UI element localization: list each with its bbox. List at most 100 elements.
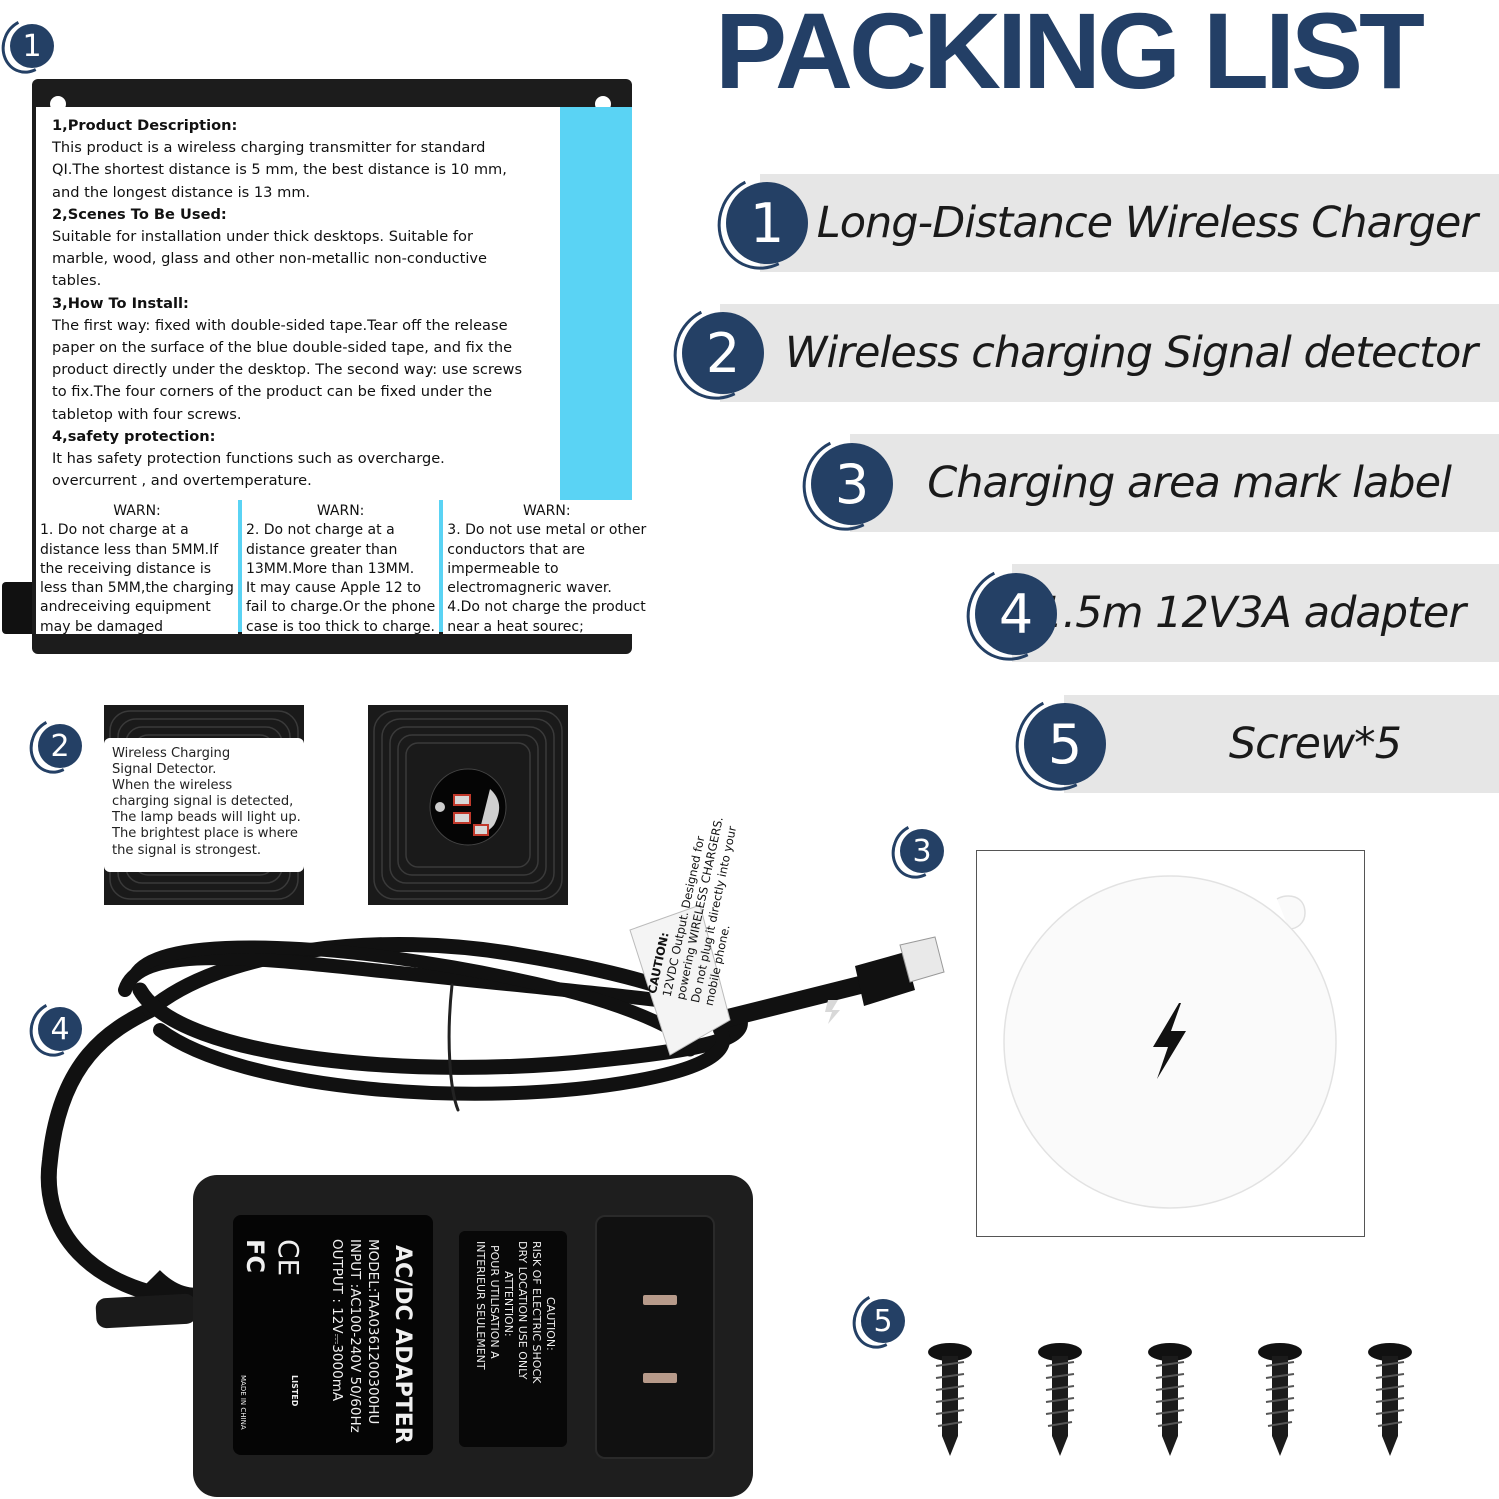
plug-prong: [643, 1295, 677, 1305]
instruction-line: QI.The shortest distance is 5 mm, the be…: [52, 161, 507, 179]
instruction-line: tables.: [52, 272, 102, 290]
instruction-line: 4,safety protection:: [52, 427, 216, 445]
section-badge-3: 3: [900, 829, 944, 873]
detector-label-line: The lamp beads will light up.: [112, 810, 301, 826]
section-badge-4: 4: [38, 1007, 82, 1051]
warning-line: 13MM.More than 13MM.: [245, 560, 415, 577]
adapter-caution-line: DRY LOCATION USE ONLY: [516, 1241, 529, 1380]
legend-badge-5: 5: [1024, 703, 1106, 785]
instruction-line: It has safety protection functions such …: [52, 450, 445, 468]
charger-side-tab: [2, 582, 36, 634]
warning-panel-2: WARN: 2. Do not charge at a distance gre…: [241, 500, 440, 635]
lightning-icon: [1153, 1003, 1186, 1079]
instruction-line: Suitable for installation under thick de…: [52, 228, 473, 246]
section-badge-5: 5: [861, 1299, 905, 1343]
screw: [1257, 1342, 1303, 1457]
adapter-caution-line: ATTENTION:: [502, 1271, 515, 1337]
warning-line: fail to charge.Or the phone: [245, 599, 436, 616]
wireless-charger-image: 1,Product Description: This product is a…: [32, 79, 651, 654]
warning-line: andreceiving equipment: [40, 599, 211, 616]
adapter-plug-recess: [595, 1215, 715, 1459]
warning-line: less than 5MM,the charging: [40, 580, 234, 597]
ul-listed-mark: LISTED: [290, 1375, 299, 1407]
screw: [1037, 1342, 1083, 1457]
instruction-line: 2,Scenes To Be Used:: [52, 205, 227, 223]
charging-area-sticker-image: [976, 850, 1365, 1237]
adapter-spec-panel: AC/DC ADAPTER MODEL:TAA0361200300HU INPU…: [233, 1215, 433, 1455]
warning-line: distance less than 5MM.If: [40, 541, 219, 558]
screw: [1147, 1342, 1193, 1457]
adapter-caution-panel: CAUTION: RISK OF ELECTRIC SHOCK DRY LOCA…: [459, 1231, 567, 1447]
screws-graphic: [927, 1342, 1413, 1457]
detector-label: Wireless Charging Signal Detector. When …: [104, 738, 304, 872]
instruction-line: overcurrent , and overtemperature.: [52, 472, 312, 490]
plug-prong: [643, 1373, 677, 1383]
instruction-line: The first way: fixed with double-sided t…: [52, 316, 508, 334]
warning-line: case is too thick to charge.: [245, 618, 435, 635]
warning-line: electromagneric waver.: [447, 580, 612, 597]
warning-line: impermeable to: [447, 560, 559, 577]
adapter-caution-line: INTERIEUR SEULEMENT: [474, 1241, 487, 1370]
warning-line: 2. Do not charge at a: [245, 522, 395, 539]
made-in-china-mark: MADE IN CHINA: [239, 1375, 247, 1430]
screw: [927, 1342, 973, 1457]
instruction-line: marble, wood, glass and other non-metall…: [52, 250, 487, 268]
warning-line: conductors that are: [447, 541, 585, 558]
instruction-line: and the longest distance is 13 mm.: [52, 183, 311, 201]
instruction-sheet: 1,Product Description: This product is a…: [36, 107, 560, 500]
instruction-line: paper on the surface of the blue double-…: [52, 339, 513, 357]
legend-badge-3: 3: [811, 443, 893, 525]
warning-panels: WARN: 1. Do not charge at a distance les…: [36, 500, 651, 635]
detector-coil-graphic: [373, 710, 563, 900]
legend-item-3: Charging area mark label: [850, 434, 1499, 532]
page-title: PACKING LIST: [715, 0, 1425, 111]
warning-panel-3: WARN: 3. Do not use metal or other condu…: [443, 500, 651, 635]
detector-label-line: Signal Detector.: [112, 762, 217, 778]
signal-detector-back-image: [368, 705, 568, 905]
legend-item-5: Screw*5: [1064, 695, 1499, 793]
legend-badge-4: 4: [975, 573, 1057, 655]
adapter-output: OUTPUT : 12V⎓3000mA: [329, 1239, 345, 1402]
detector-label-line: charging signal is detected,: [112, 794, 294, 810]
instruction-line: to fix.The four corners of the product c…: [52, 383, 493, 401]
legend-badge-2: 2: [682, 312, 764, 394]
legend-item-4: 1.5m 12V3A adapter: [1012, 564, 1499, 662]
legend-item-2: Wireless charging Signal detector: [720, 304, 1499, 402]
warning-line: may be damaged: [40, 618, 163, 635]
detector-label-line: The brightest place is where: [112, 826, 298, 842]
detector-label-line: When the wireless: [112, 778, 233, 794]
instruction-line: 1,Product Description:: [52, 117, 238, 134]
adapter-heading: AC/DC ADAPTER: [390, 1245, 415, 1444]
section-badge-2: 2: [38, 724, 82, 768]
warning-title: WARN:: [113, 503, 161, 519]
warning-line: the receiving distance is: [40, 560, 212, 577]
warning-panel-1: WARN: 1. Do not charge at a distance les…: [36, 500, 238, 635]
screw: [1367, 1342, 1413, 1457]
warning-line: near a heat sourec;: [447, 618, 584, 635]
detector-label-line: Wireless Charging: [112, 746, 231, 761]
adapter-caution-line: RISK OF ELECTRIC SHOCK: [530, 1241, 543, 1384]
ce-mark: CE: [272, 1239, 305, 1277]
instruction-line: product directly under the desktop. The …: [52, 361, 523, 379]
warning-line: 1. Do not charge at a: [40, 522, 189, 539]
warning-line: 4.Do not charge the product: [447, 599, 646, 616]
legend-item-1: Long-Distance Wireless Charger: [760, 174, 1499, 272]
adapter-caution-line: POUR UTILISATION A: [488, 1245, 501, 1359]
warning-line: distance greater than: [245, 541, 398, 558]
warning-line: 3. Do not use metal or other: [447, 522, 647, 539]
fcc-mark: FC: [241, 1239, 269, 1274]
warning-title: WARN:: [316, 503, 365, 519]
instruction-line: tabletop with four screws.: [52, 405, 242, 423]
power-adapter-image: AC/DC ADAPTER MODEL:TAA0361200300HU INPU…: [193, 1175, 753, 1497]
instruction-line: This product is a wireless charging tran…: [52, 139, 486, 157]
adapter-model: MODEL:TAA0361200300HU: [365, 1239, 381, 1425]
adapter-caution-line: CAUTION:: [544, 1297, 557, 1351]
legend-badge-1: 1: [726, 182, 808, 264]
warning-line: It may cause Apple 12 to: [245, 580, 422, 597]
sticker-graphic: [1003, 875, 1337, 1209]
detector-label-line: the signal is strongest.: [112, 842, 262, 858]
warning-title: WARN:: [522, 503, 571, 519]
instruction-line: 3,How To Install:: [52, 294, 189, 312]
section-badge-1: 1: [10, 24, 54, 68]
